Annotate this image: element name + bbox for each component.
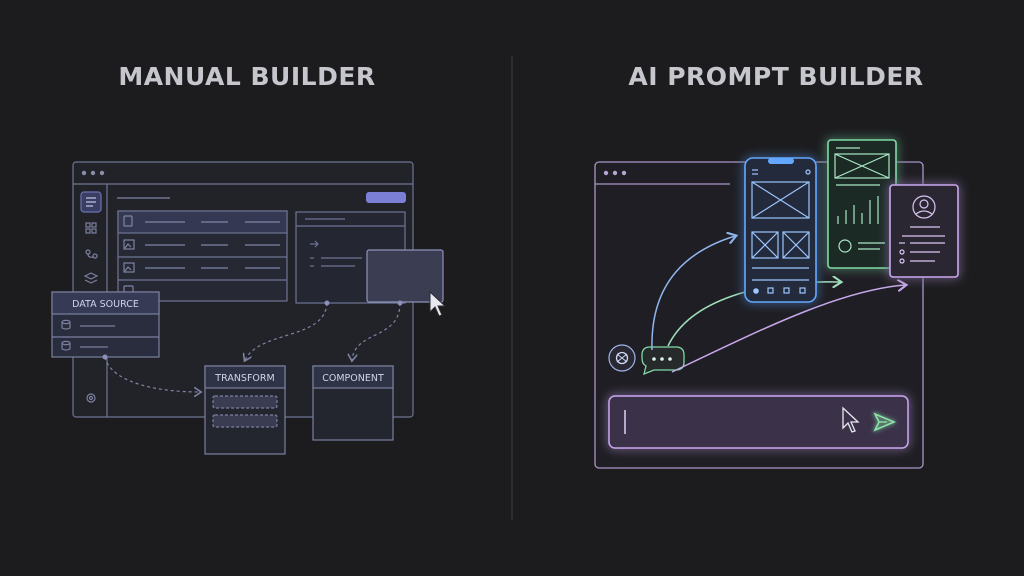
cursor-icon: [429, 290, 447, 317]
window-dots: [603, 170, 627, 176]
table-rows: [123, 215, 280, 296]
image-placeholder: [751, 181, 810, 219]
data-source-node: [51, 291, 160, 358]
flow-icon: [85, 249, 98, 259]
dashboard-mockup-content: [834, 147, 890, 253]
grid-apps-icon: [85, 222, 97, 234]
layers-icon: [83, 272, 99, 284]
database-icon: [61, 340, 71, 351]
text-doc-icon: [86, 197, 96, 207]
chat-bubble-icon: [641, 346, 685, 376]
transform-node: [204, 365, 286, 455]
window-dots: [81, 170, 105, 176]
settings-icon: [86, 393, 96, 403]
left-sidebar: [80, 191, 102, 403]
send-icon[interactable]: [873, 412, 897, 432]
database-icon: [61, 319, 71, 330]
prompt-input-bar[interactable]: [608, 395, 909, 449]
data-table: [117, 210, 288, 302]
cursor-icon: [842, 406, 860, 433]
openai-logo-icon: [608, 344, 636, 372]
image-icon: [123, 262, 135, 273]
file-icon: [123, 215, 133, 227]
bar-chart-icon: [837, 196, 879, 224]
primary-action-button[interactable]: [366, 192, 406, 203]
dragged-component-block[interactable]: [366, 249, 444, 303]
profile-card-mockup: [889, 184, 959, 278]
ai-prompt-builder-title: AI PROMPT BUILDER: [628, 62, 924, 91]
phone-notch: [768, 158, 794, 164]
image-icon: [123, 239, 135, 250]
user-profile-icon: [912, 195, 936, 219]
mobile-mockup-content: [751, 158, 811, 294]
profile-card-content: [899, 195, 945, 264]
dashed-connectors: [104, 302, 401, 392]
data-source-label: DATA SOURCE: [72, 299, 139, 310]
manual-builder-title: MANUAL BUILDER: [118, 62, 376, 91]
component-node: [312, 365, 394, 441]
transform-label: TRANSFORM: [214, 373, 274, 384]
component-label: COMPONENT: [322, 373, 384, 384]
